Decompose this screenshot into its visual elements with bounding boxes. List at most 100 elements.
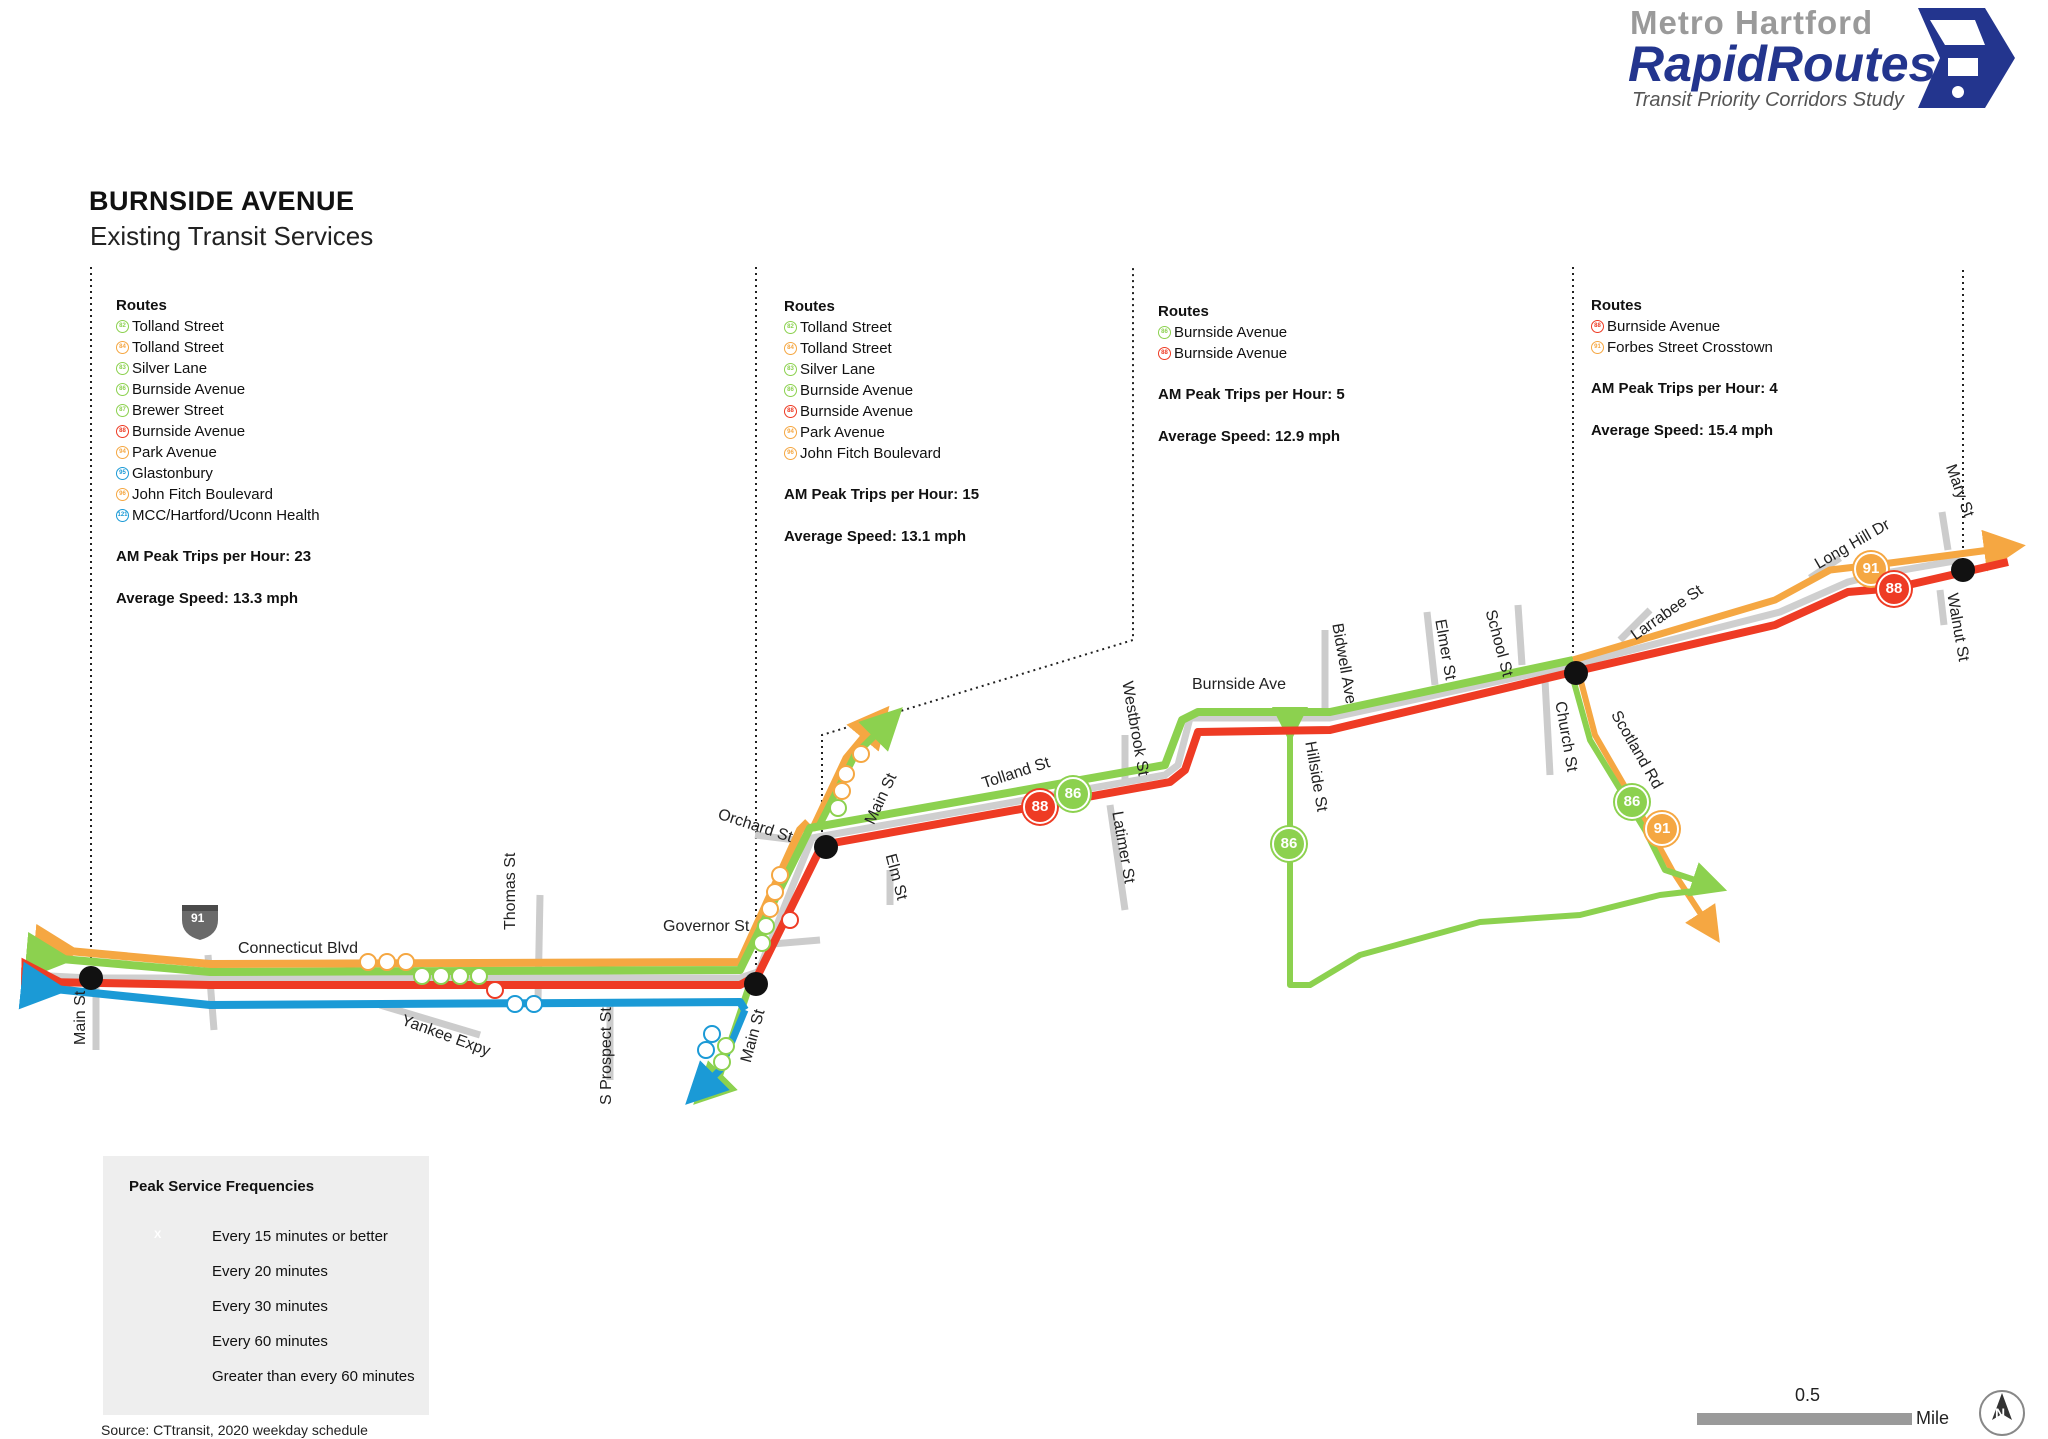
average-speed: Average Speed: 13.3 mph xyxy=(116,590,299,607)
route-badge-86-scotland: 86 xyxy=(1615,785,1649,819)
route-name: Burnside Avenue xyxy=(1607,318,1721,335)
route-name: Tolland Street xyxy=(132,318,224,335)
average-speed: Average Speed: 13.1 mph xyxy=(784,528,967,545)
route-number-badge: 83 xyxy=(116,362,129,375)
route-name: Burnside Avenue xyxy=(800,382,914,399)
route-badge-86: 86 xyxy=(1056,777,1090,811)
average-speed: Average Speed: 15.4 mph xyxy=(1591,422,1774,439)
route-number-badge: 86 xyxy=(116,383,129,396)
interstate-91-shield xyxy=(182,905,218,940)
route-name: Park Avenue xyxy=(800,424,885,441)
scale-unit: Mile xyxy=(1916,1408,1950,1428)
route-badge-86-hillside: 86 xyxy=(1272,827,1306,861)
logo-line2: RapidRoutes xyxy=(1628,36,1937,92)
route-number-badge: 88 xyxy=(1158,347,1171,360)
route-number-badge: 86 xyxy=(1158,326,1171,339)
route-name: Tolland Street xyxy=(132,339,224,356)
street-label-connecticut-blvd: Connecticut Blvd xyxy=(238,940,359,957)
grey-route-line xyxy=(49,556,1961,982)
legend-item-every-15: Every 15 minutes or better xyxy=(212,1228,388,1245)
timepoint-main-st-north xyxy=(814,835,838,859)
route-name: Forbes Street Crosstown xyxy=(1607,339,1773,356)
route-number-badge: 86 xyxy=(784,384,797,397)
route-number-badge: 96 xyxy=(784,447,797,460)
logo-line1: Metro Hartford xyxy=(1630,4,1874,41)
legend-item-greater-60: Greater than every 60 minutes xyxy=(212,1368,415,1385)
route-name: Burnside Avenue xyxy=(132,381,246,398)
route-number-badge: 121 xyxy=(116,509,129,522)
legend-box xyxy=(103,1156,429,1415)
route-number-badge: 94 xyxy=(116,446,129,459)
green-route-line-hillside xyxy=(1272,707,1721,988)
source-note: Source: CTtransit, 2020 weekday schedule xyxy=(101,1422,368,1438)
logo-line3: Transit Priority Corridors Study xyxy=(1632,89,1904,111)
average-speed: Average Speed: 12.9 mph xyxy=(1158,428,1341,445)
north-arrow-icon xyxy=(1979,1390,2025,1436)
timepoint-main-st-west xyxy=(79,966,103,990)
route-number-badge: 88 xyxy=(784,405,797,418)
north-arrow-label: N xyxy=(1995,1405,2006,1421)
route-name: Burnside Avenue xyxy=(1174,324,1288,341)
route-name: Silver Lane xyxy=(132,360,208,377)
routes-heading: Routes xyxy=(784,298,835,315)
route-number-badge: 88 xyxy=(1591,320,1604,333)
route-number-badge: 83 xyxy=(784,363,797,376)
street-label-s-prospect-st: S Prospect St xyxy=(598,1007,615,1105)
route-number-badge: 84 xyxy=(116,341,129,354)
route-number-badge: 96 xyxy=(116,488,129,501)
timepoint-church-st xyxy=(1564,661,1588,685)
am-peak-trips: AM Peak Trips per Hour: 5 xyxy=(1158,386,1345,403)
route-number-badge: 84 xyxy=(784,342,797,355)
route-badge-91-scotland: 91 xyxy=(1645,812,1679,846)
orange-route-line-east xyxy=(1572,529,2026,664)
route-name: MCC/Hartford/Uconn Health xyxy=(132,507,320,524)
street-label-thomas-st: Thomas St xyxy=(502,852,519,930)
route-badge-88-east: 88 xyxy=(1877,572,1911,606)
route-number-badge: 88 xyxy=(116,425,129,438)
routes-heading: Routes xyxy=(1158,303,1209,320)
green-route-line xyxy=(23,656,1574,980)
routes-heading: Routes xyxy=(1591,297,1642,314)
route-name: John Fitch Boulevard xyxy=(132,486,273,503)
legend-item-every-60: Every 60 minutes xyxy=(212,1333,328,1350)
segment-dividers xyxy=(90,267,1964,970)
interstate-number: 91 xyxy=(191,911,205,925)
route-name: Burnside Avenue xyxy=(1174,345,1288,362)
am-peak-trips: AM Peak Trips per Hour: 15 xyxy=(784,486,980,503)
route-number-badge: 82 xyxy=(784,321,797,334)
side-streets xyxy=(92,511,1952,1080)
red-route-line xyxy=(20,558,2009,1006)
street-label-main-st-west: Main St xyxy=(72,990,89,1045)
scale-value: 0.5 xyxy=(1795,1385,1821,1405)
route-name: Brewer Street xyxy=(132,402,224,419)
routes-heading: Routes xyxy=(116,297,167,314)
blue-route-line xyxy=(18,961,749,1013)
route-number-badge: 87 xyxy=(116,404,129,417)
legend-badge-char: X xyxy=(154,1229,162,1241)
route-name: Glastonbury xyxy=(132,465,213,482)
